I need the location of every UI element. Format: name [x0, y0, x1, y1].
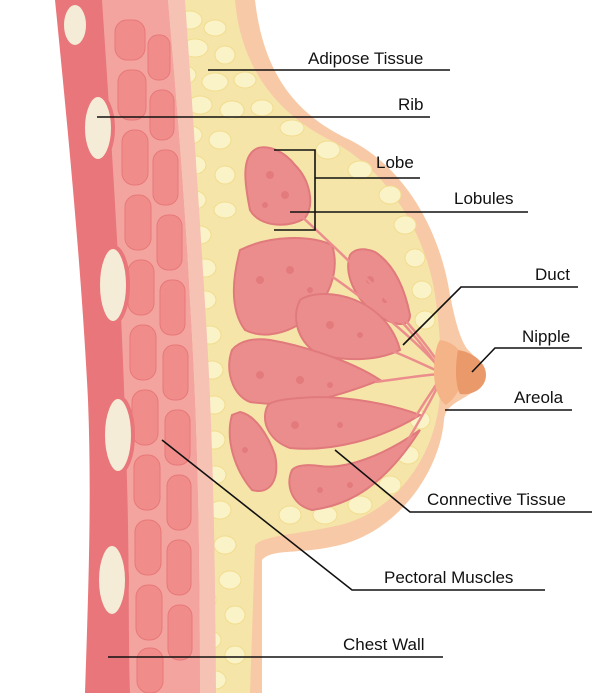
label-lobules: Lobules [454, 189, 514, 208]
rib-4 [103, 397, 133, 473]
label-adipose-tissue: Adipose Tissue [308, 49, 423, 68]
rib-5 [97, 544, 127, 616]
label-lobe: Lobe [376, 153, 414, 172]
label-rib: Rib [398, 95, 424, 114]
label-chest-wall: Chest Wall [343, 635, 425, 654]
label-nipple: Nipple [522, 327, 570, 346]
label-areola: Areola [514, 388, 564, 407]
rib-1 [62, 3, 88, 47]
label-connective-tissue: Connective Tissue [427, 490, 566, 509]
rib-2 [83, 95, 113, 161]
label-pectoral-muscles: Pectoral Muscles [384, 568, 513, 587]
rib-3 [98, 247, 128, 323]
label-duct: Duct [535, 265, 570, 284]
